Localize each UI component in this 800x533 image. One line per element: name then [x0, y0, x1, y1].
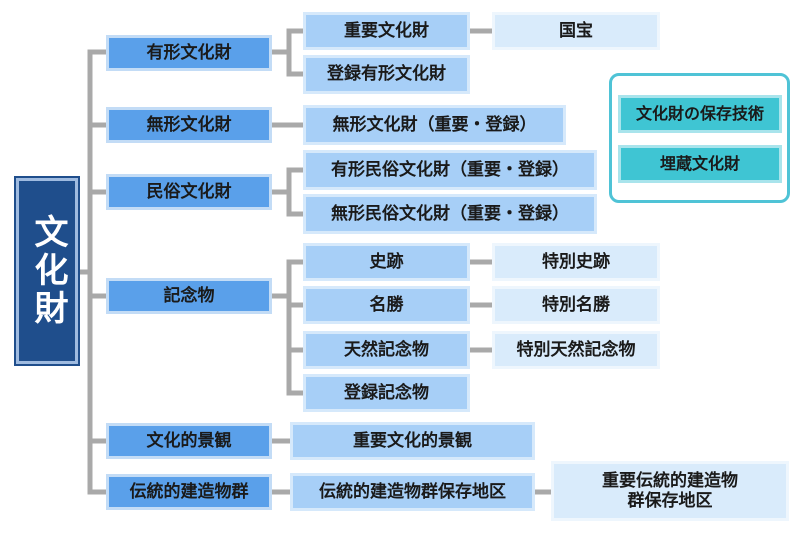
category-monuments: 記念物 [106, 278, 272, 314]
sub-registered-tangible: 登録有形文化財 [303, 55, 470, 94]
related-conservation-techniques: 文化財の保存技術 [618, 95, 782, 133]
designation-special-scenic-beauty: 特別名勝 [492, 286, 660, 324]
related-panel [609, 73, 790, 203]
designation-national-treasure: 国宝 [492, 12, 660, 50]
sub-important-cultural-landscape: 重要文化的景観 [290, 422, 535, 460]
designation-line-2: 群保存地区 [627, 491, 713, 511]
category-cultural-landscape: 文化的景観 [106, 423, 272, 459]
sub-scenic-beauty: 名勝 [303, 286, 470, 324]
sub-tangible-folk: 有形民俗文化財（重要・登録） [303, 150, 597, 190]
root-node: 文化財 [14, 176, 80, 366]
category-folk: 民俗文化財 [106, 174, 272, 210]
designation-special-natural-monument: 特別天然記念物 [492, 331, 660, 369]
root-label: 文化財 [27, 214, 68, 328]
designation-important-preservation-district: 重要伝統的建造物 群保存地区 [551, 461, 789, 521]
sub-natural-monument: 天然記念物 [303, 331, 470, 369]
sub-important-cultural-property: 重要文化財 [303, 12, 470, 50]
designation-line-1: 重要伝統的建造物 [602, 470, 738, 491]
sub-intangible-folk: 無形民俗文化財（重要・登録） [303, 194, 597, 234]
related-buried-properties: 埋蔵文化財 [618, 145, 782, 183]
category-tangible: 有形文化財 [106, 35, 272, 71]
sub-preservation-district: 伝統的建造物群保存地区 [290, 473, 535, 511]
designation-special-historic-site: 特別史跡 [492, 243, 660, 281]
category-building-groups: 伝統的建造物群 [106, 474, 272, 510]
sub-intangible: 無形文化財（重要・登録） [303, 105, 566, 145]
sub-historic-site: 史跡 [303, 243, 470, 281]
sub-registered-monument: 登録記念物 [303, 374, 470, 412]
category-intangible: 無形文化財 [106, 107, 272, 143]
